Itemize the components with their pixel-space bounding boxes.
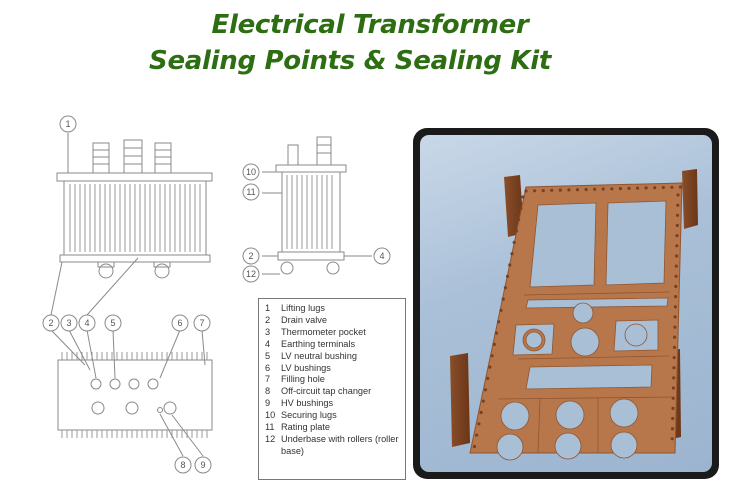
svg-text:4: 4: [84, 318, 89, 328]
callout-12: 12: [242, 265, 260, 283]
legend-label: Underbase with rollers (roller base): [281, 433, 399, 456]
callout-3: 3: [60, 314, 78, 332]
svg-text:11: 11: [246, 187, 255, 197]
legend-number: 8: [265, 386, 271, 397]
title-line-2: Sealing Points & Sealing Kit: [149, 46, 551, 76]
svg-text:7: 7: [199, 318, 204, 328]
parts-legend: 1 Lifting lugs 2 Drain valve 3 Thermometer po…: [258, 298, 406, 480]
callout-9: 9: [194, 456, 212, 474]
legend-label: HV bushings: [281, 398, 334, 409]
svg-text:2: 2: [48, 318, 53, 328]
svg-text:8: 8: [180, 460, 185, 470]
legend-number: 2: [265, 314, 271, 325]
legend-label: Thermometer pocket: [281, 326, 366, 337]
legend-item: 4 Earthing terminals: [265, 339, 401, 351]
callout-7: 7: [193, 314, 211, 332]
legend-number: 11: [265, 422, 275, 433]
svg-text:5: 5: [110, 318, 115, 328]
legend-label: Drain valve: [281, 314, 327, 325]
legend-label: Rating plate: [281, 422, 331, 433]
legend-number: 7: [265, 374, 271, 385]
gasket-kit-image: [450, 169, 698, 461]
top-view: [50, 257, 213, 457]
svg-text:3: 3: [66, 318, 71, 328]
legend-label: Lifting lugs: [281, 303, 325, 313]
legend-label: LV neutral bushing: [281, 350, 357, 361]
legend-label: Securing lugs: [281, 410, 337, 421]
callout-2-side: 2: [242, 247, 260, 265]
legend-item: 7 Filling hole: [265, 374, 401, 386]
callout-4-top: 4: [78, 314, 96, 332]
svg-text:12: 12: [246, 269, 256, 279]
callout-8: 8: [174, 456, 192, 474]
legend-label: Filling hole: [281, 374, 325, 385]
front-view: [56, 133, 213, 279]
callout-11: 11: [242, 183, 260, 201]
legend-number: 3: [265, 326, 271, 337]
legend-number: 5: [265, 350, 271, 361]
callout-10: 10: [242, 163, 260, 181]
legend-item: 10 Securing lugs: [265, 410, 401, 422]
svg-text:4: 4: [379, 251, 384, 261]
svg-text:10: 10: [246, 167, 256, 177]
legend-label: Earthing terminals: [281, 338, 356, 349]
svg-text:9: 9: [200, 460, 205, 470]
callout-4-side: 4: [373, 247, 391, 265]
sealing-kit-photo: [413, 128, 719, 479]
callout-1: 1: [59, 115, 77, 133]
legend-number: 9: [265, 398, 271, 409]
legend-label: LV bushings: [281, 362, 331, 373]
legend-item: 3 Thermometer pocket: [265, 327, 401, 339]
callout-6: 6: [171, 314, 189, 332]
legend-item: 12 Underbase with rollers (roller base): [265, 434, 401, 458]
svg-text:6: 6: [177, 318, 182, 328]
transformer-drawing: 1 10 11 2 4 12 2 3 4 5 6 7 8 9: [42, 115, 391, 474]
legend-number: 10: [265, 410, 276, 421]
legend-number: 1: [265, 303, 271, 313]
legend-label: Off-circuit tap changer: [281, 386, 372, 397]
svg-text:2: 2: [248, 251, 253, 261]
legend-item: 5 LV neutral bushing: [265, 351, 401, 363]
legend-item: 1 Lifting lugs: [265, 303, 401, 315]
legend-item: 9 HV bushings: [265, 398, 401, 410]
callout-2-top: 2: [42, 314, 60, 332]
legend-item: 8 Off-circuit tap changer: [265, 386, 401, 398]
svg-text:1: 1: [65, 119, 70, 129]
wood-block: [682, 169, 698, 229]
legend-item: 2 Drain valve: [265, 315, 401, 327]
gasket-sheet: [469, 182, 683, 461]
wood-block: [450, 353, 470, 447]
callout-5: 5: [104, 314, 122, 332]
side-view: [262, 136, 372, 275]
legend-number: 12: [265, 433, 276, 444]
legend-number: 6: [265, 362, 271, 373]
legend-item: 6 LV bushings: [265, 363, 401, 375]
legend-number: 4: [265, 338, 271, 349]
legend-item: 11 Rating plate: [265, 422, 401, 434]
title-line-1: Electrical Transformer: [211, 10, 529, 40]
